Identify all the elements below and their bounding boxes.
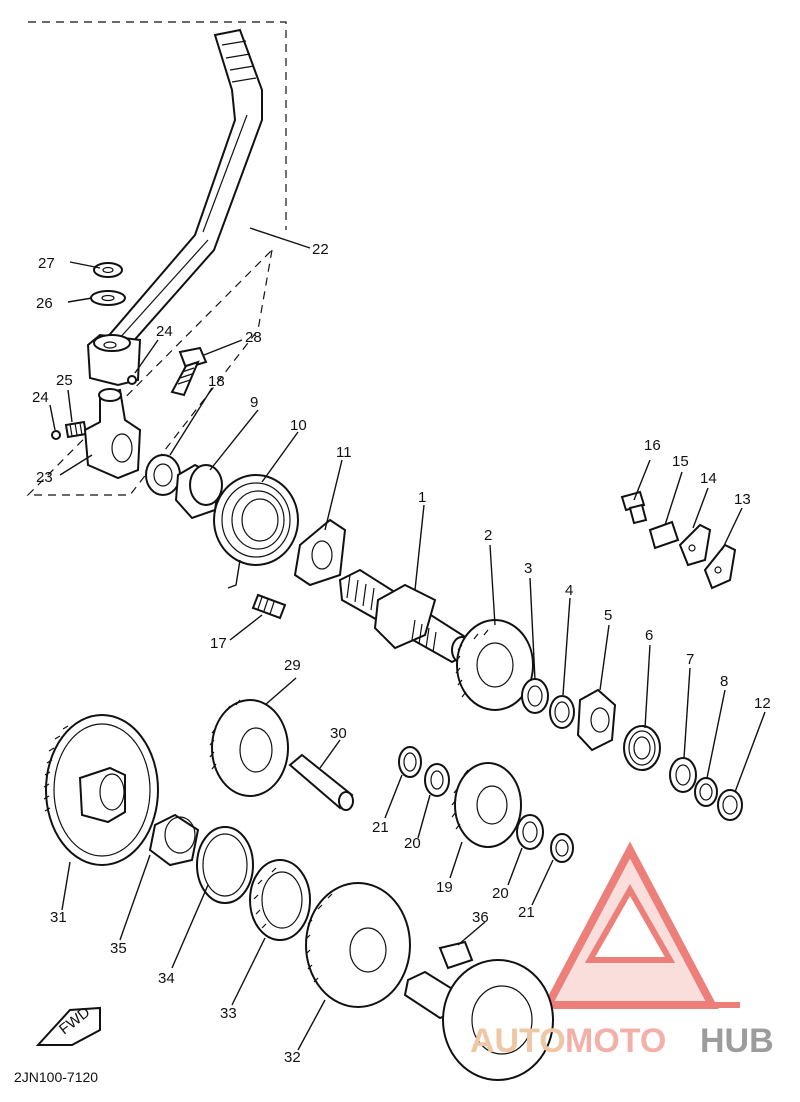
callout-17: 17 <box>210 635 227 652</box>
plate-11 <box>293 518 347 587</box>
shaft-30 <box>288 753 354 811</box>
washer-8 <box>694 777 718 807</box>
callout-2: 2 <box>484 527 492 544</box>
bushing-35 <box>148 813 200 867</box>
oil-seal-18 <box>145 454 181 496</box>
callout-15: 15 <box>672 453 689 470</box>
kick-lever-arm <box>103 28 263 347</box>
crankshaft-end <box>403 959 554 1081</box>
callout-25: 25 <box>56 372 73 389</box>
one-way-clutch-33 <box>249 859 311 941</box>
gear-19 <box>451 762 522 848</box>
callout-24-upper: 24 <box>156 323 173 340</box>
ball-24-lower <box>51 430 61 440</box>
washer-20-upper <box>424 763 450 797</box>
idle-gear-29 <box>209 699 289 797</box>
ratchet-5 <box>576 688 617 752</box>
callout-8: 8 <box>720 673 728 690</box>
washer-26 <box>90 290 126 306</box>
bolt-16 <box>620 490 648 525</box>
callout-7: 7 <box>686 651 694 668</box>
callout-6: 6 <box>645 627 653 644</box>
callout-34: 34 <box>158 970 175 987</box>
circlip-21-upper <box>398 746 422 778</box>
callout-36: 36 <box>472 909 489 926</box>
clutch-gear-32 <box>305 882 411 1008</box>
callout-11: 11 <box>336 444 352 461</box>
lever-boss <box>86 333 142 387</box>
circlip-34 <box>196 826 254 904</box>
callout-32: 32 <box>284 1049 301 1066</box>
callout-14: 14 <box>700 470 717 487</box>
diagram-code: 2JN100-7120 <box>14 1069 98 1085</box>
circlip-4 <box>549 695 575 729</box>
callout-16: 16 <box>644 437 661 454</box>
fwd-arrow-icon: FWD <box>35 1004 101 1046</box>
watermark-hub: HUB <box>700 1022 774 1060</box>
callout-21-upper: 21 <box>372 819 389 836</box>
ball-24-upper <box>127 375 137 385</box>
callout-30: 30 <box>330 725 347 742</box>
pin-17 <box>251 593 287 620</box>
callout-10: 10 <box>290 417 307 434</box>
large-gear-31 <box>43 714 159 866</box>
callout-13: 13 <box>734 491 751 508</box>
callout-5: 5 <box>604 607 612 624</box>
callout-31: 31 <box>50 909 67 926</box>
callout-28: 28 <box>245 329 262 346</box>
callout-29: 29 <box>284 657 301 674</box>
watermark-text: AUTO MOTO HUB <box>470 1022 774 1060</box>
callout-23: 23 <box>36 469 53 486</box>
leader-lines <box>49 227 766 1051</box>
washer-3 <box>521 678 549 714</box>
callout-3: 3 <box>524 560 532 577</box>
callout-9: 9 <box>250 394 258 411</box>
nut-27 <box>93 262 123 278</box>
callout-19: 19 <box>436 879 453 896</box>
plate-15 <box>648 520 680 550</box>
circlip-21-lower <box>550 833 574 863</box>
callout-20-lower: 20 <box>492 885 509 902</box>
washer-7 <box>669 757 697 793</box>
washer-20-lower <box>516 814 544 850</box>
callout-35: 35 <box>110 940 127 957</box>
callout-18: 18 <box>208 373 225 390</box>
watermark-logo <box>541 841 740 1009</box>
kick-axle-1 <box>338 568 473 664</box>
circlip-12 <box>717 789 743 821</box>
collar-9 <box>174 463 223 520</box>
callout-12: 12 <box>754 695 771 712</box>
torsion-spring-10 <box>213 474 299 589</box>
guide-13 <box>703 543 737 590</box>
watermark-auto: AUTO <box>470 1022 566 1060</box>
bolt-28 <box>170 346 208 397</box>
callout-24-lower: 24 <box>32 389 49 406</box>
callout-labels: 22 27 26 24 28 25 18 24 9 10 11 23 16 15… <box>32 241 771 1066</box>
callout-26: 26 <box>36 295 53 312</box>
callout-21-lower: 21 <box>518 904 535 921</box>
key-36 <box>438 940 474 970</box>
callout-22: 22 <box>312 241 329 258</box>
spring-6 <box>623 725 661 771</box>
callout-4: 4 <box>565 582 573 599</box>
kick-boss-23 <box>83 388 142 480</box>
ratchet-wheel-2 <box>455 619 534 711</box>
callout-33: 33 <box>220 1005 237 1022</box>
guide-14 <box>678 523 712 567</box>
callout-1: 1 <box>418 489 426 506</box>
watermark-moto: MOTO <box>565 1022 666 1060</box>
callout-20-upper: 20 <box>404 835 421 852</box>
callout-27: 27 <box>38 255 55 272</box>
